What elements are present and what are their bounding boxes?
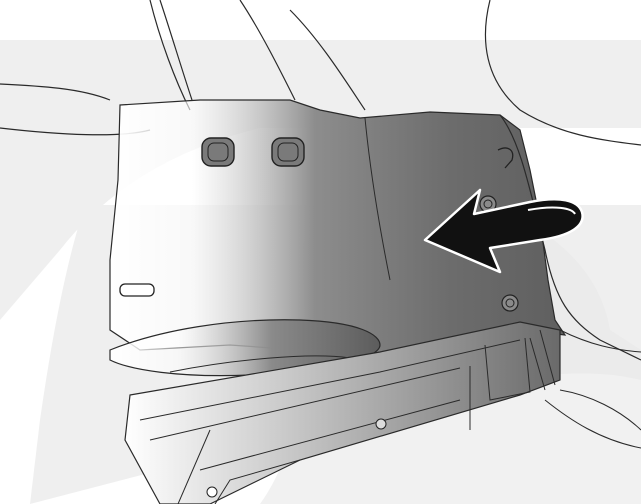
sill-hole <box>376 419 386 429</box>
trunk-lamp <box>120 284 154 296</box>
sill-hole-lower <box>207 487 217 497</box>
